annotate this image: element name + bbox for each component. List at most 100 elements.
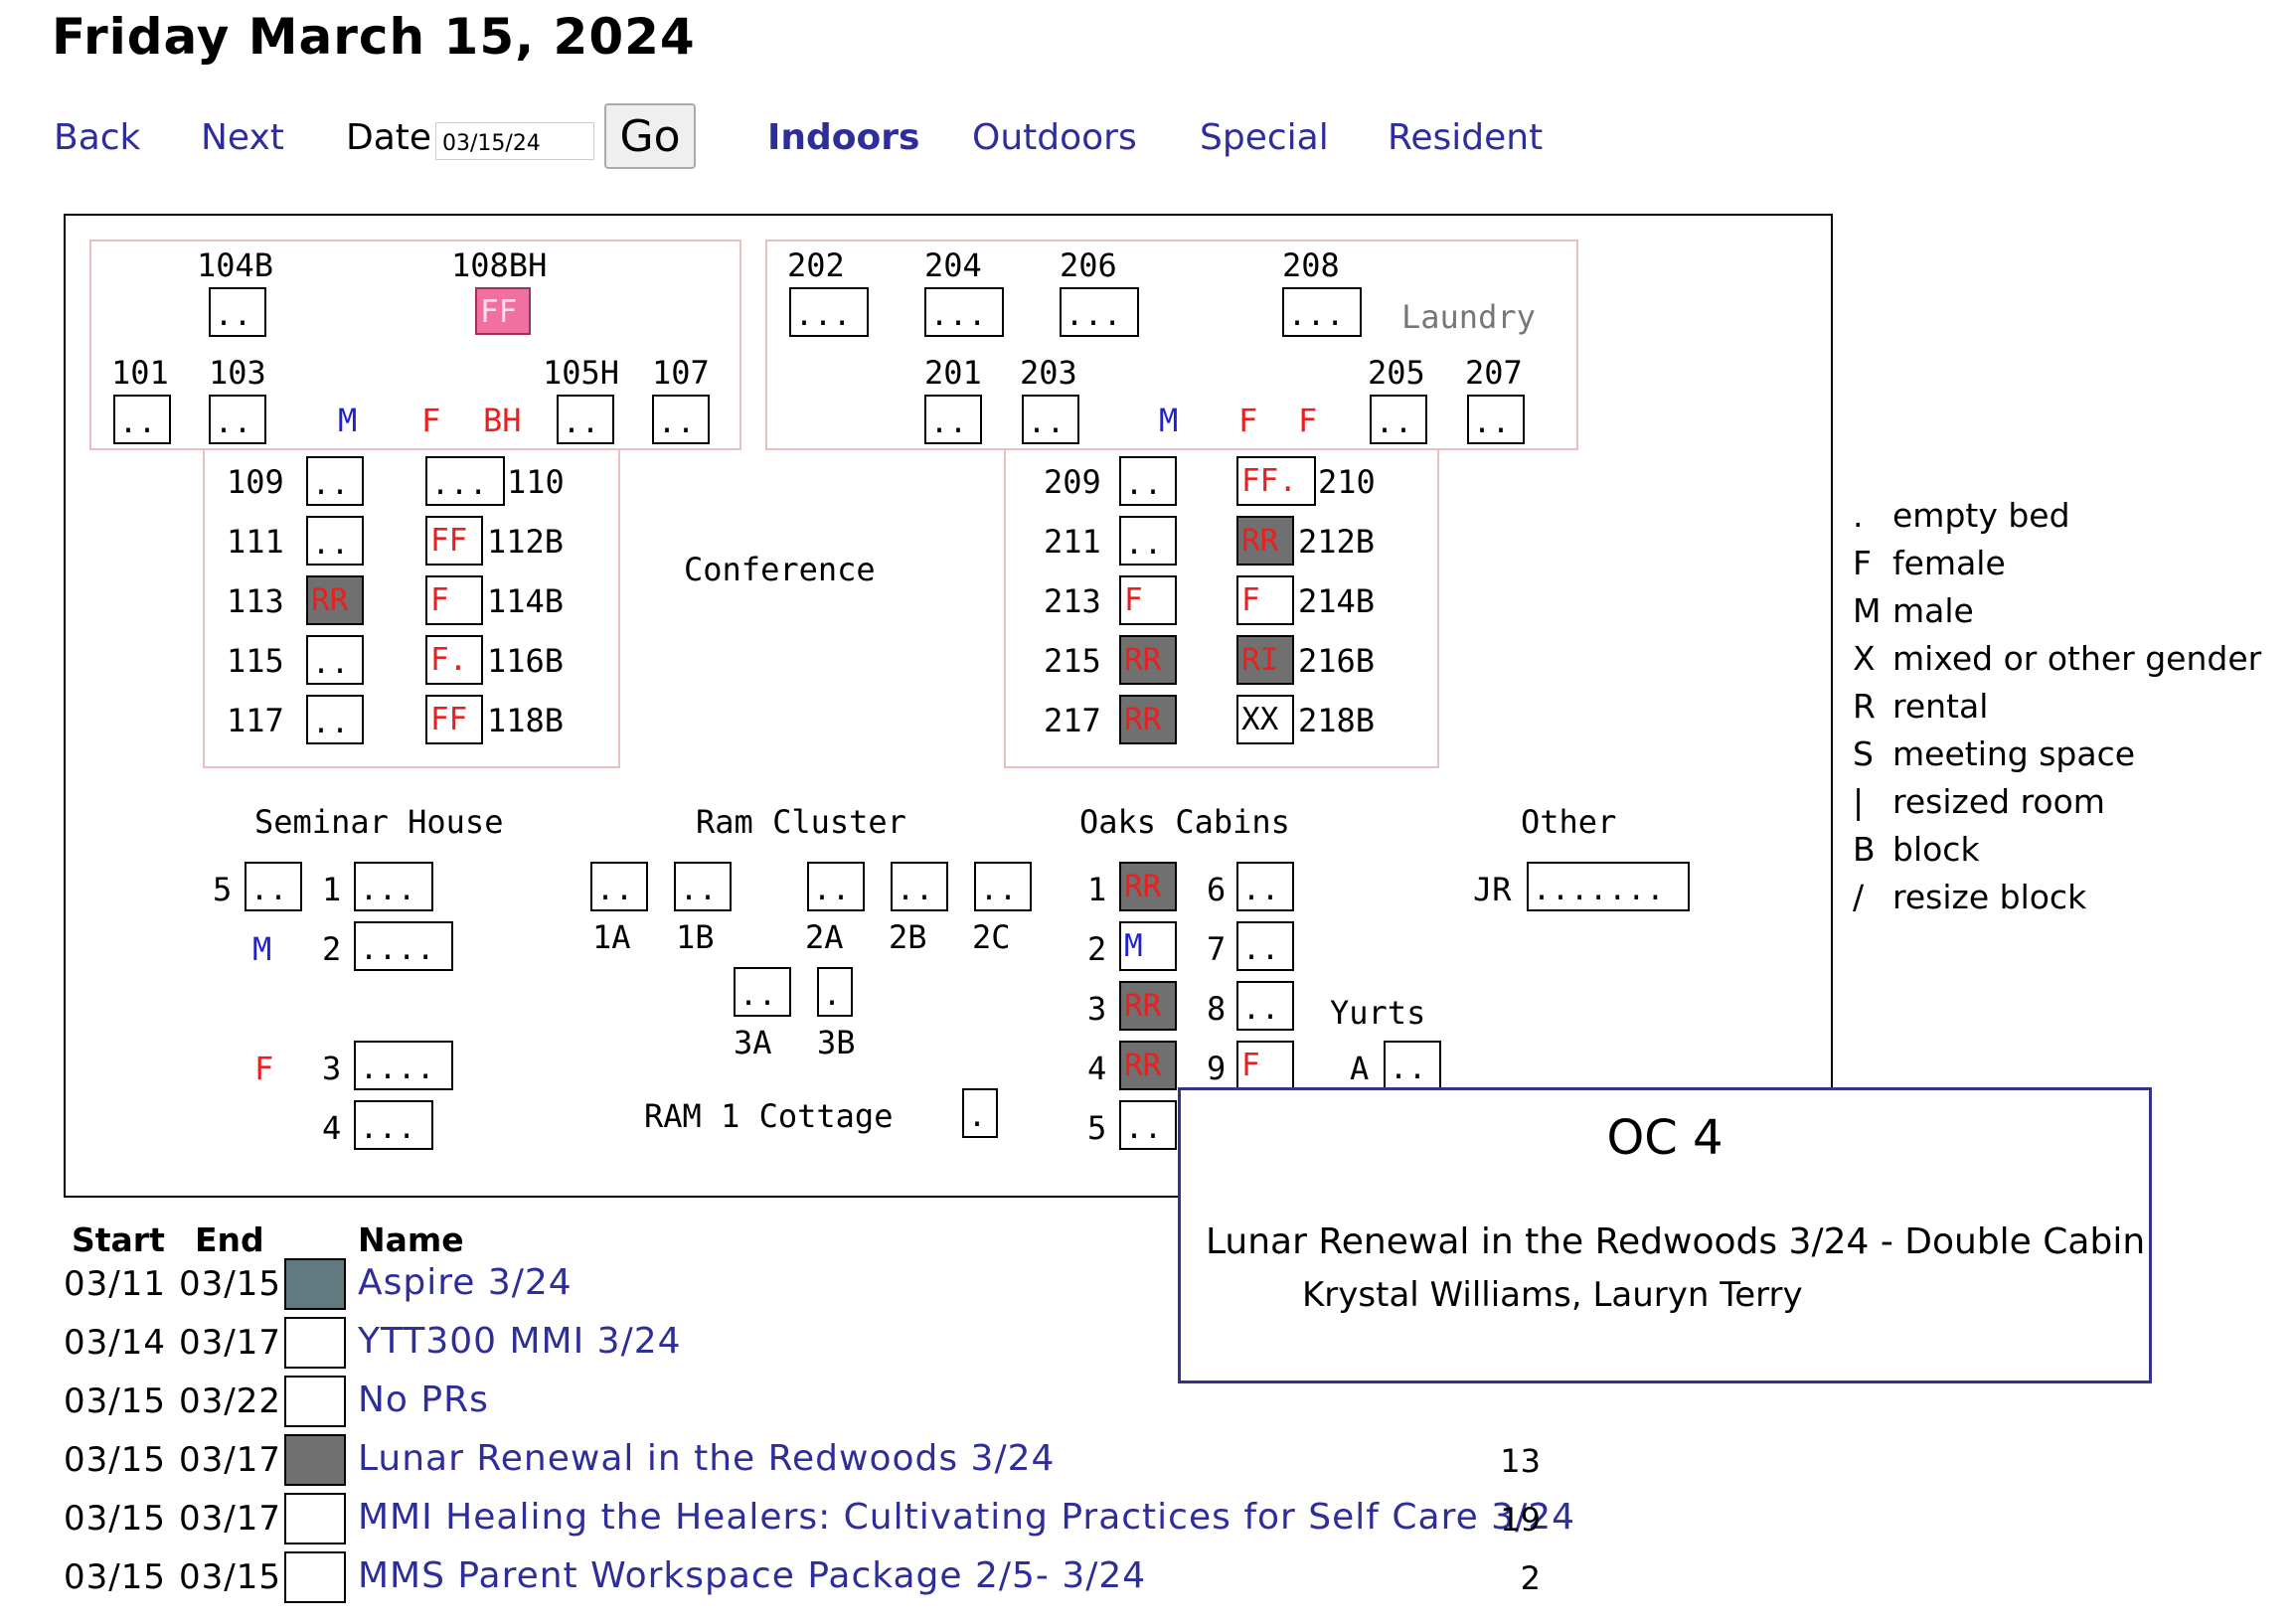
room-103[interactable]: .. [209,395,266,444]
room-ram-1-cottage[interactable]: . [962,1088,998,1138]
event-name-link[interactable]: MMS Parent Workspace Package 2/5- 3/24 [358,1555,1147,1596]
room-occupancy: F. [430,642,468,678]
room-oak-5[interactable]: .. [1119,1100,1177,1150]
room-116B[interactable]: F. [425,635,483,685]
room-seminar-1[interactable]: ... [354,862,433,911]
room-205[interactable]: .. [1370,395,1427,444]
room-occupancy: .. [1125,527,1164,562]
tab-indoors[interactable]: Indoors [767,117,920,158]
room-label: 8 [1207,990,1227,1028]
tab-outdoors[interactable]: Outdoors [972,117,1137,158]
room-109[interactable]: .. [306,456,364,506]
room-occupancy: .. [1473,406,1512,440]
room-211[interactable]: .. [1119,516,1177,566]
room-occupancy: ... [360,873,417,907]
room-label: 3 [322,1050,342,1087]
room-other-JR[interactable]: ....... [1527,862,1690,911]
room-oak-7[interactable]: .. [1236,921,1294,971]
room-oak-9[interactable]: F [1236,1041,1294,1090]
event-name-link[interactable]: No PRs [358,1380,489,1420]
room-210[interactable]: FF. [1236,456,1316,506]
room-207[interactable]: .. [1467,395,1525,444]
room-117[interactable]: .. [306,695,364,744]
room-oak-8[interactable]: .. [1236,981,1294,1031]
go-button[interactable]: Go [604,103,696,169]
room-ram-3B[interactable]: . [817,967,853,1017]
room-ram-1A[interactable]: .. [590,862,648,911]
room-215[interactable]: RR [1119,635,1177,685]
tab-special[interactable]: Special [1200,117,1329,158]
room-201[interactable]: .. [924,395,982,444]
room-110[interactable]: ... [425,456,505,506]
room-label: 209 [1044,463,1101,501]
restroom-female: F [1238,402,1258,439]
room-108BH[interactable]: FF [475,287,531,335]
room-seminar-5[interactable]: .. [245,862,302,911]
room-214B[interactable]: F [1236,575,1294,625]
room-oak-4[interactable]: RR [1119,1041,1177,1090]
room-occupancy: RR [1124,642,1162,678]
room-203[interactable]: .. [1022,395,1079,444]
room-oak-6[interactable]: .. [1236,862,1294,911]
room-oak-1[interactable]: RR [1119,862,1177,911]
room-ram-2C[interactable]: .. [974,862,1032,911]
conference-label: Conference [684,551,876,588]
room-115[interactable]: .. [306,635,364,685]
room-occupancy: .. [119,406,158,440]
room-occupancy: ... [1288,298,1346,333]
room-seminar-4[interactable]: ... [354,1100,433,1150]
room-occupancy: RR [1124,988,1162,1024]
popup-title: OC 4 [1606,1110,1723,1166]
room-212B[interactable]: RR [1236,516,1294,566]
room-113[interactable]: RR [306,575,364,625]
room-oak-2[interactable]: M [1119,921,1177,971]
room-seminar-2[interactable]: .... [354,921,453,971]
room-114B[interactable]: F [425,575,483,625]
room-112B[interactable]: FF [425,516,483,566]
tab-resident[interactable]: Resident [1388,117,1544,158]
room-label: 1 [1087,871,1107,908]
restroom-female: F [1298,402,1318,439]
room-208[interactable]: ... [1282,287,1362,337]
event-end-date: 03/17 [179,1440,281,1480]
room-yurt-A[interactable]: .. [1384,1041,1441,1090]
room-213[interactable]: F [1119,575,1177,625]
next-link[interactable]: Next [201,117,284,158]
room-oak-3[interactable]: RR [1119,981,1177,1031]
room-occupancy: ....... [1533,873,1666,907]
event-start-date: 03/15 [64,1499,166,1539]
room-ram-1B[interactable]: .. [674,862,732,911]
room-202[interactable]: ... [789,287,869,337]
room-107[interactable]: .. [652,395,710,444]
room-217[interactable]: RR [1119,695,1177,744]
room-label: 7 [1207,930,1227,968]
room-ram-2B[interactable]: .. [891,862,948,911]
room-105H[interactable]: .. [557,395,614,444]
event-name-link[interactable]: Aspire 3/24 [358,1262,573,1303]
room-label: 104B [197,246,274,284]
room-label: 118B [487,702,565,739]
event-name-link[interactable]: MMI Healing the Healers: Cultivating Pra… [358,1497,1576,1538]
event-name-link[interactable]: Lunar Renewal in the Redwoods 3/24 [358,1438,1056,1479]
date-input[interactable]: 03/15/24 [435,122,594,160]
room-204[interactable]: ... [924,287,1004,337]
back-link[interactable]: Back [54,117,141,158]
oaks-cabins-title: Oaks Cabins [1079,803,1290,841]
room-occupancy: .. [312,706,351,740]
room-206[interactable]: ... [1060,287,1139,337]
event-name-link[interactable]: YTT300 MMI 3/24 [358,1321,682,1362]
room-104B[interactable]: .. [209,287,266,337]
room-216B[interactable]: RI [1236,635,1294,685]
room-111[interactable]: .. [306,516,364,566]
room-ram-2A[interactable]: .. [807,862,865,911]
room-118B[interactable]: FF [425,695,483,744]
room-ram-3A[interactable]: .. [734,967,791,1017]
room-label: 206 [1060,246,1117,284]
room-101[interactable]: .. [113,395,171,444]
room-209[interactable]: .. [1119,456,1177,506]
room-seminar-3[interactable]: .... [354,1041,453,1090]
room-label: 105H [543,354,620,392]
room-218B[interactable]: XX [1236,695,1294,744]
